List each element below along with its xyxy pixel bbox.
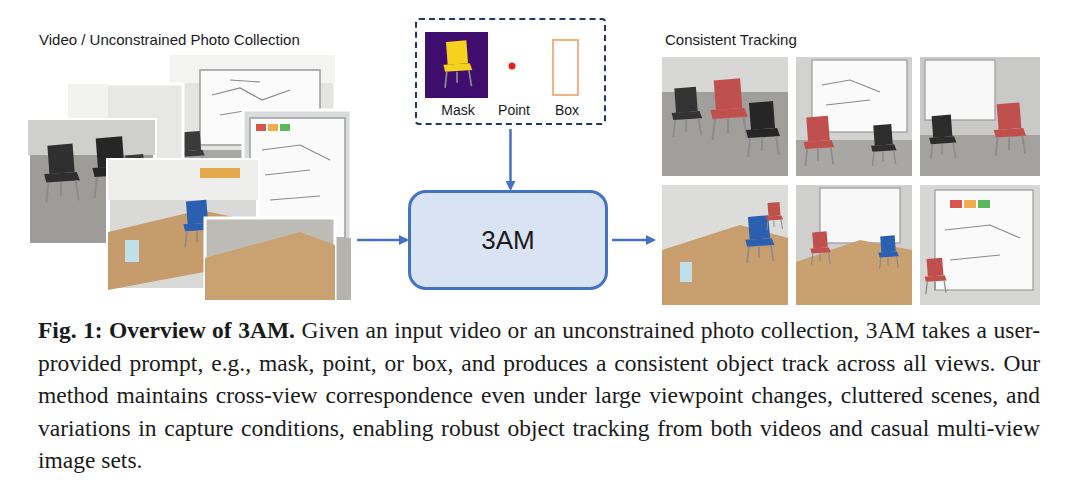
flow-arrow xyxy=(612,239,654,242)
input-collection: Video / Unconstrained Photo Collection xyxy=(25,28,353,306)
section-heading: Consistent Tracking xyxy=(665,31,797,48)
prompt-icons xyxy=(425,32,578,98)
flow-arrow xyxy=(509,129,512,189)
prompt-box: Mask Point Box xyxy=(415,18,606,125)
prompt-label: Box xyxy=(555,102,579,118)
mask-icon xyxy=(425,32,488,98)
point-icon xyxy=(509,63,516,70)
result-photo xyxy=(662,57,788,176)
result-grid xyxy=(662,57,1040,305)
figure-label: Fig. 1: Overview of 3AM. xyxy=(38,317,295,343)
result-photo xyxy=(920,57,1040,176)
result-photo xyxy=(920,185,1040,305)
model-box: 3AM xyxy=(408,190,608,290)
section-heading: Video / Unconstrained Photo Collection xyxy=(39,31,300,48)
prompt-label: Point xyxy=(498,102,530,118)
box-icon xyxy=(553,40,578,95)
result-photo xyxy=(796,57,912,176)
photo-stack xyxy=(28,55,351,300)
model-name: 3AM xyxy=(481,225,534,256)
flow-arrow xyxy=(357,239,407,242)
figure-caption-block: Fig. 1: Overview of 3AM.Given an input v… xyxy=(38,314,1040,477)
prompt-label: Mask xyxy=(441,102,474,118)
result-photo xyxy=(796,185,912,305)
tracking-results: Consistent Tracking xyxy=(655,28,1045,308)
photo xyxy=(205,218,335,300)
result-photo xyxy=(662,185,788,305)
